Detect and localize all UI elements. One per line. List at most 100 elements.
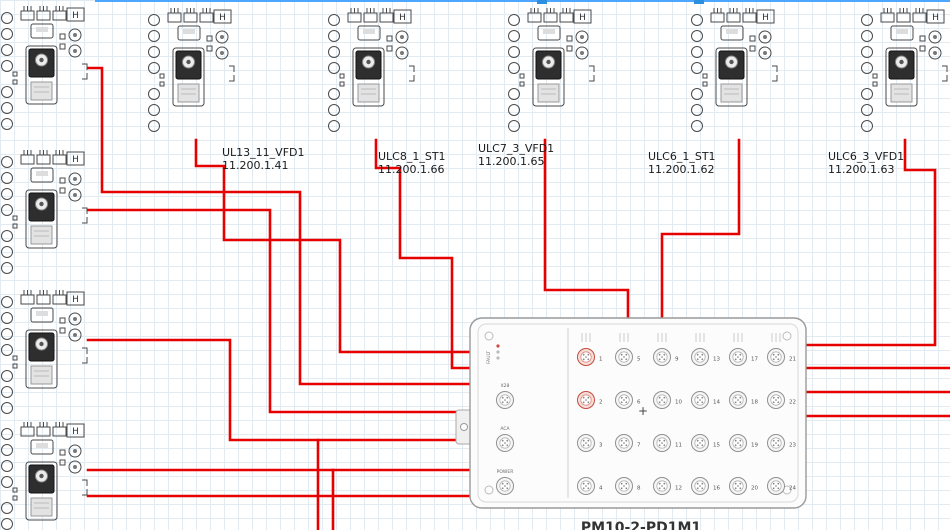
port-label: X28 bbox=[501, 383, 510, 389]
vfd-device-left-4[interactable] bbox=[1, 421, 88, 530]
selection-handle[interactable] bbox=[694, 0, 704, 4]
status-led bbox=[496, 344, 500, 348]
port-number: 5 bbox=[637, 357, 641, 363]
switch-faceplate bbox=[477, 323, 799, 503]
wire-topdev5-switch[interactable] bbox=[804, 138, 937, 347]
switch-port-power[interactable]: POWER bbox=[496, 469, 514, 495]
port-number: 14 bbox=[713, 400, 720, 406]
port-number: 7 bbox=[637, 443, 641, 449]
port-label: POWER bbox=[497, 469, 514, 475]
device-name: ULC8_1_ST1 bbox=[378, 150, 446, 163]
switch-port-17[interactable]: 17 bbox=[729, 348, 759, 366]
port-number: 17 bbox=[751, 357, 758, 363]
device-label-3[interactable]: ULC7_3_VFD1 11.200.1.65 bbox=[478, 142, 554, 168]
switch-port-20[interactable]: 20 bbox=[729, 477, 759, 495]
switch-port-7[interactable]: 7 bbox=[615, 434, 642, 452]
vfd-device-top-4[interactable] bbox=[691, 7, 778, 132]
vfd-device-top-5[interactable] bbox=[861, 7, 948, 132]
wire-topdev3-switch[interactable] bbox=[543, 138, 630, 322]
switch-port-4[interactable]: 4 bbox=[577, 477, 604, 495]
switch-port-15[interactable]: 15 bbox=[691, 434, 721, 452]
device-ip: 11.200.1.62 bbox=[648, 163, 715, 177]
switch-port-16[interactable]: 16 bbox=[691, 477, 721, 495]
port-number: 10 bbox=[675, 400, 682, 406]
vfd-device-left-2[interactable] bbox=[1, 149, 88, 274]
vfd-device-top-3[interactable] bbox=[508, 7, 595, 132]
wire-leftdev2-switch[interactable] bbox=[86, 208, 472, 414]
port-number: 13 bbox=[713, 357, 720, 363]
switch-center-marker: + bbox=[638, 404, 648, 418]
switch-port-21[interactable]: 21 bbox=[767, 348, 797, 366]
switch-port-23[interactable]: 23 bbox=[767, 434, 797, 452]
port-number: 8 bbox=[637, 486, 641, 492]
port-number: 1 bbox=[599, 357, 603, 363]
port-number: 9 bbox=[675, 357, 679, 363]
port-number: 18 bbox=[751, 400, 758, 406]
port-number: 16 bbox=[713, 486, 720, 492]
switch-body[interactable] bbox=[469, 317, 807, 509]
vfd-device-left-1[interactable] bbox=[1, 5, 88, 130]
switch-fault-label: FAULT bbox=[486, 351, 492, 364]
port-number: 23 bbox=[789, 443, 796, 449]
switch-port-12[interactable]: 12 bbox=[653, 477, 683, 495]
switch-port-11[interactable]: 11 bbox=[653, 434, 683, 452]
port-number: 19 bbox=[751, 443, 758, 449]
device-name: UL13_11_VFD1 bbox=[222, 146, 305, 159]
vfd-device-top-1[interactable] bbox=[148, 7, 235, 132]
device-label-1[interactable]: UL13_11_VFD1 11.200.1.41 bbox=[222, 146, 305, 172]
switch-port-14[interactable]: 14 bbox=[691, 391, 721, 409]
status-led bbox=[496, 350, 500, 354]
switch-mount-hole bbox=[460, 423, 468, 431]
wire-topdev4-switch[interactable] bbox=[660, 138, 741, 322]
switch-port-22[interactable]: 22 bbox=[767, 391, 797, 409]
port-number: 22 bbox=[789, 400, 796, 406]
wire-leftdev1-switch[interactable] bbox=[86, 66, 472, 386]
port-number: 12 bbox=[675, 486, 682, 492]
port-number: 21 bbox=[789, 357, 796, 363]
status-led bbox=[496, 356, 500, 360]
screw-icon bbox=[484, 331, 494, 341]
device-name: ULC6_3_VFD1 bbox=[828, 150, 905, 163]
selection-handle[interactable] bbox=[537, 0, 547, 4]
device-label-2[interactable]: ULC8_1_ST1 11.200.1.66 bbox=[378, 150, 446, 176]
wire-layer bbox=[86, 66, 950, 530]
port-number: 3 bbox=[599, 443, 603, 449]
switch-port-2[interactable]: 2 bbox=[577, 391, 603, 409]
switch-port-aca[interactable]: ACA bbox=[496, 426, 514, 452]
device-name: ULC7_3_VFD1 bbox=[478, 142, 555, 155]
switch-port-x28[interactable]: X28 bbox=[496, 383, 514, 409]
screw-icon bbox=[484, 485, 494, 495]
wire-topdev1-switch[interactable] bbox=[194, 138, 472, 354]
device-ip: 11.200.1.63 bbox=[828, 163, 895, 177]
port-number: 2 bbox=[599, 400, 603, 406]
switch-port-9[interactable]: 9 bbox=[653, 348, 680, 366]
switch-port-18[interactable]: 18 bbox=[729, 391, 759, 409]
device-name: ULC6_1_ST1 bbox=[648, 150, 716, 163]
device-label-4[interactable]: ULC6_1_ST1 11.200.1.62 bbox=[648, 150, 716, 176]
switch-port-10[interactable]: 10 bbox=[653, 391, 683, 409]
wire-leftdev3-switch[interactable] bbox=[86, 338, 472, 442]
switch-port-24[interactable]: 24 bbox=[767, 477, 797, 495]
port-label: ACA bbox=[500, 426, 510, 432]
vfd-device-top-2[interactable] bbox=[328, 7, 415, 132]
switch-port-19[interactable]: 19 bbox=[729, 434, 759, 452]
port-number: 6 bbox=[637, 400, 641, 406]
port-number: 15 bbox=[713, 443, 720, 449]
screw-icon bbox=[782, 331, 792, 341]
port-number: 24 bbox=[789, 486, 796, 492]
device-label-5[interactable]: ULC6_3_VFD1 11.200.1.63 bbox=[828, 150, 904, 176]
switch-port-8[interactable]: 8 bbox=[615, 477, 642, 495]
wire-topdev2-switch[interactable] bbox=[374, 138, 472, 370]
switch-name-label[interactable]: PM10-2-PD1M1 bbox=[580, 520, 702, 530]
switch-port-3[interactable]: 3 bbox=[577, 434, 604, 452]
switch-port-13[interactable]: 13 bbox=[691, 348, 721, 366]
switch-port-5[interactable]: 5 bbox=[615, 348, 642, 366]
switch-port-1[interactable]: 1 bbox=[577, 348, 603, 366]
port-number: 11 bbox=[675, 443, 682, 449]
switch-port-6[interactable]: 6 bbox=[615, 391, 642, 409]
vfd-device-left-3[interactable] bbox=[1, 289, 88, 414]
port-number: 4 bbox=[599, 486, 603, 492]
